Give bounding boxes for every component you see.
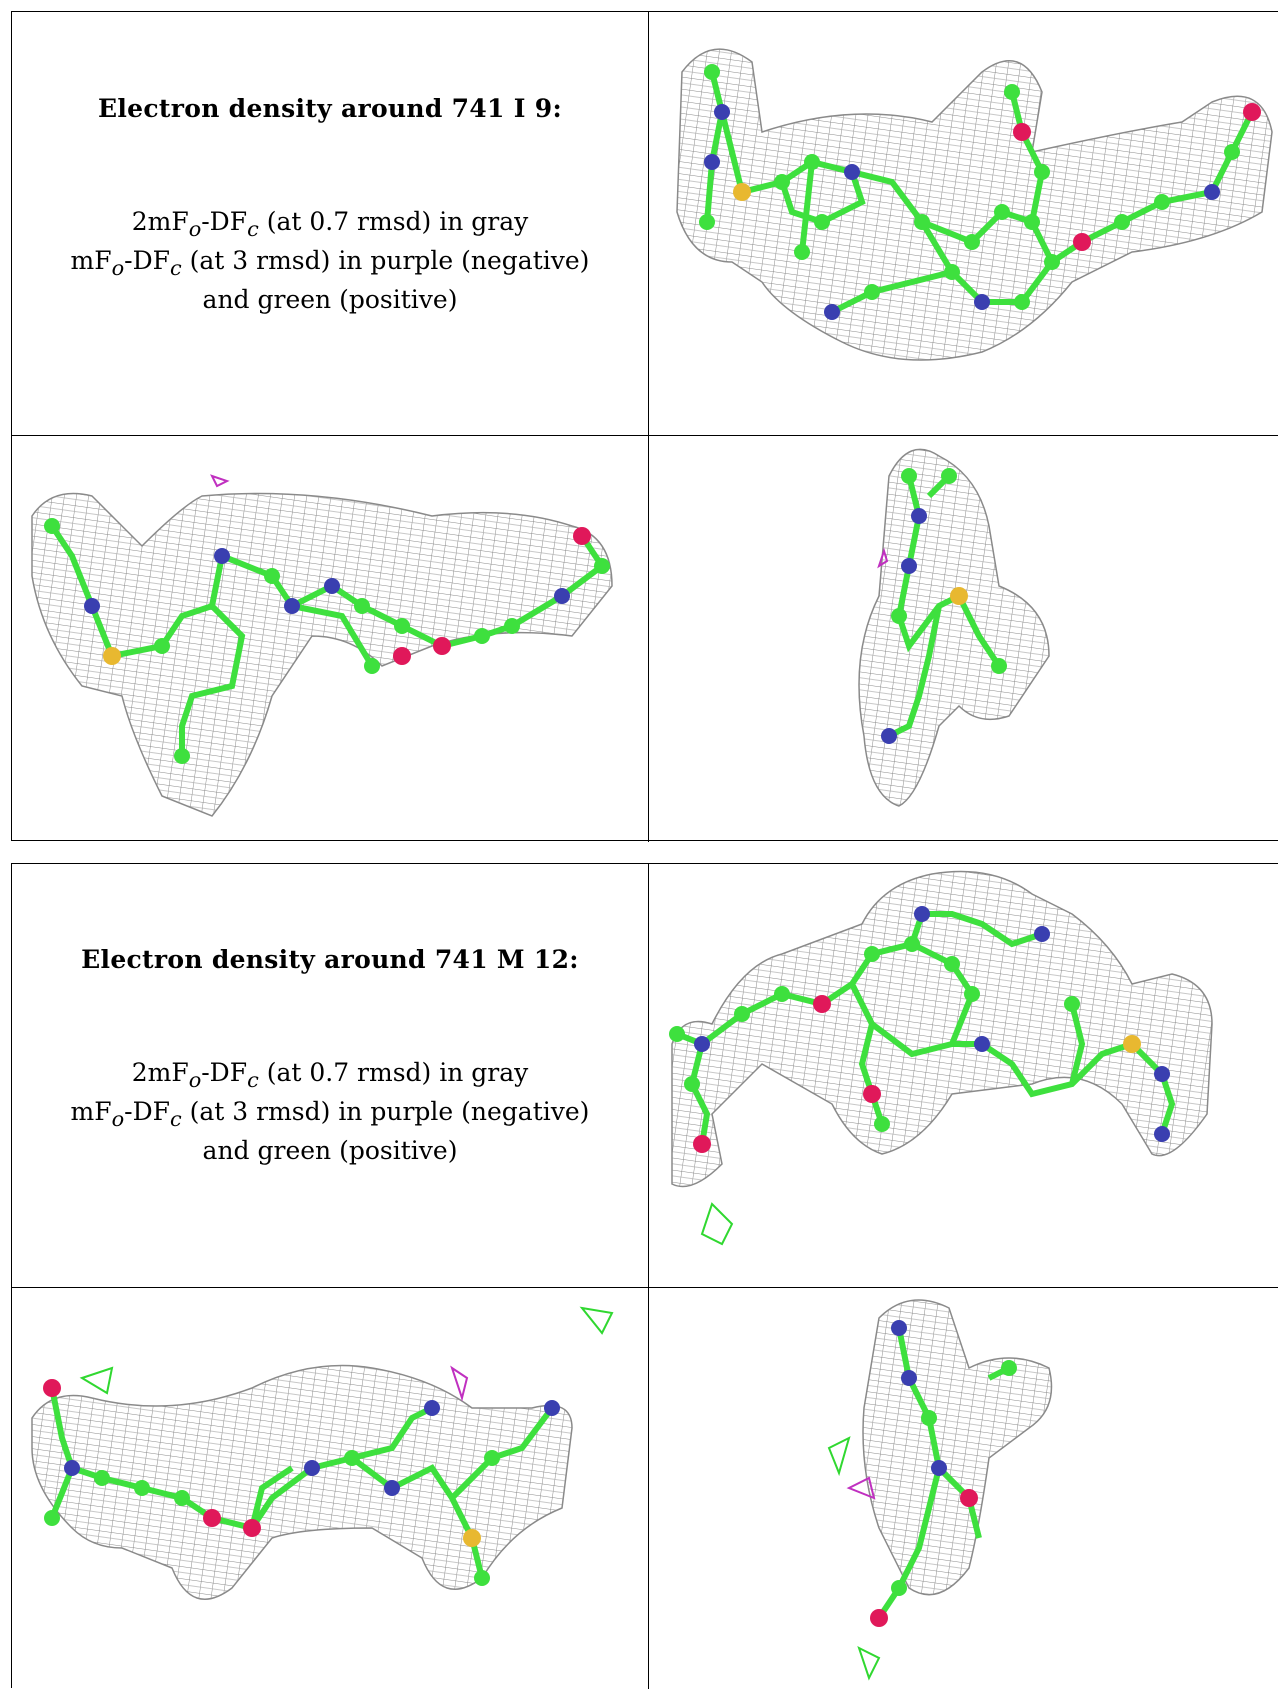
legend-sub: o bbox=[188, 1068, 202, 1092]
legend-text: -DF bbox=[201, 1058, 248, 1087]
density-view-bottom-left bbox=[31, 1306, 614, 1600]
density-view-bottom-left bbox=[31, 474, 613, 817]
density-mesh bbox=[858, 448, 1050, 807]
molecule-bonds bbox=[49, 1387, 555, 1579]
negative-density-blob bbox=[450, 1365, 469, 1402]
positive-density-blob bbox=[827, 1436, 851, 1477]
column-divider bbox=[648, 12, 649, 842]
molecule-atoms bbox=[43, 1379, 560, 1586]
molecule-atoms bbox=[699, 64, 1261, 320]
legend-sub: o bbox=[111, 1107, 125, 1131]
legend-difference: mFo-DFc (at 3 rmsd) in purple (negative) bbox=[12, 241, 648, 288]
legend-colors: and green (positive) bbox=[202, 1136, 458, 1165]
legend-sub: c bbox=[170, 1107, 182, 1131]
legend-sub: c bbox=[170, 256, 182, 280]
positive-density-blob bbox=[700, 1202, 734, 1246]
density-mesh bbox=[676, 48, 1273, 361]
caption-cell: Electron density around 741 M 12: 2mFo-D… bbox=[12, 864, 648, 1287]
row-divider bbox=[12, 435, 1278, 436]
density-mesh bbox=[862, 1299, 1053, 1596]
positive-density-blob bbox=[857, 1646, 881, 1681]
legend-text: 2mF bbox=[131, 207, 189, 236]
legend-text: (at 0.7 rmsd) in gray bbox=[258, 1058, 529, 1087]
legend-sub: o bbox=[111, 256, 125, 280]
legend-sub: o bbox=[188, 217, 202, 241]
density-view-bottom-right bbox=[827, 1299, 1053, 1681]
negative-density-blob bbox=[846, 1476, 876, 1500]
legend-gray: 2mFo-DFc (at 0.7 rmsd) in gray bbox=[12, 202, 648, 249]
table-741-m-12: Electron density around 741 M 12: 2mFo-D… bbox=[11, 863, 1278, 1689]
molecule-atoms bbox=[870, 1320, 1017, 1627]
density-mesh bbox=[31, 1364, 573, 1600]
legend-text: (at 0.7 rmsd) in gray bbox=[258, 207, 529, 236]
legend-text: mF bbox=[70, 246, 112, 275]
density-view-top-right bbox=[676, 48, 1273, 361]
molecule-atoms bbox=[669, 906, 1170, 1153]
density-view-bottom-right bbox=[858, 448, 1050, 807]
legend-text: -DF bbox=[201, 207, 248, 236]
legend-text: (at 3 rmsd) in purple (negative) bbox=[181, 1097, 590, 1126]
molecule-atoms bbox=[881, 468, 1007, 744]
legend-difference: mFo-DFc (at 3 rmsd) in purple (negative) bbox=[12, 1092, 648, 1139]
table-741-i-9: Electron density around 741 I 9: 2mFo-DF… bbox=[11, 11, 1278, 842]
legend-gray: 2mFo-DFc (at 0.7 rmsd) in gray bbox=[12, 1053, 648, 1100]
density-view-top-right bbox=[669, 870, 1213, 1246]
legend-text: mF bbox=[70, 1097, 112, 1126]
legend-sub: c bbox=[247, 1068, 259, 1092]
positive-density-blob bbox=[579, 1306, 614, 1335]
legend-text: 2mF bbox=[131, 1058, 189, 1087]
legend-text: -DF bbox=[124, 246, 170, 275]
row-divider bbox=[12, 1287, 1278, 1288]
negative-density-blob bbox=[877, 547, 889, 569]
panel-title: Electron density around 741 I 9: bbox=[98, 94, 562, 123]
legend-sub: c bbox=[247, 217, 259, 241]
molecule-atoms bbox=[44, 518, 610, 764]
density-mesh bbox=[31, 492, 613, 817]
legend-text: (at 3 rmsd) in purple (negative) bbox=[181, 246, 590, 275]
density-mesh bbox=[671, 870, 1213, 1188]
panel-title: Electron density around 741 M 12: bbox=[81, 945, 579, 974]
negative-density-blob bbox=[210, 474, 230, 488]
legend-text: -DF bbox=[124, 1097, 170, 1126]
legend-colors: and green (positive) bbox=[202, 285, 458, 314]
column-divider bbox=[648, 864, 649, 1689]
caption-cell: Electron density around 741 I 9: 2mFo-DF… bbox=[12, 12, 648, 435]
positive-density-blob bbox=[79, 1366, 114, 1395]
